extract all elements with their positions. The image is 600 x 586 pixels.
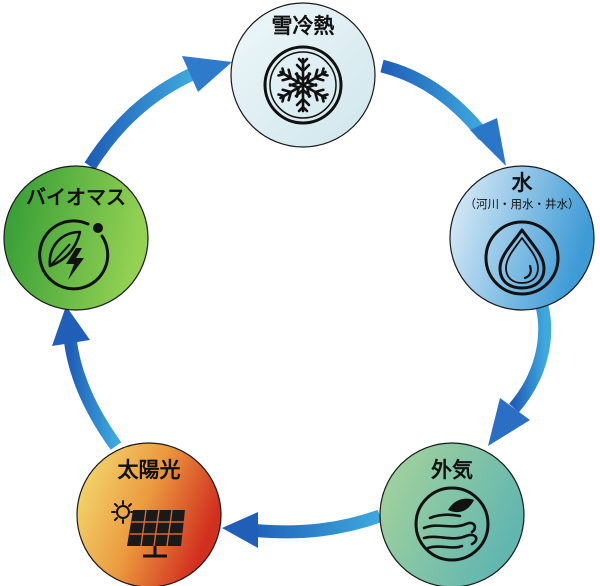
- snowflake-icon: [263, 45, 343, 125]
- node-title-snow: 雪冷熱: [272, 14, 335, 38]
- arrow-air-to-solar: [222, 509, 383, 548]
- node-biomass: バイオマス: [3, 165, 149, 311]
- leaf-bolt-icon: [38, 219, 110, 291]
- water-drop-icon: [484, 220, 560, 296]
- node-title-biomass: バイオマス: [26, 185, 126, 209]
- arrow-water-to-air: [488, 304, 552, 446]
- node-subtitle-water: （河川・用水・井水）: [465, 197, 580, 211]
- node-outside-air: 外気: [379, 442, 525, 586]
- node-solar: 太陽光: [76, 442, 222, 586]
- solar-panel-icon: [111, 500, 185, 558]
- arrow-solar-to-biomass: [52, 306, 122, 450]
- node-title-water: 水: [512, 171, 534, 195]
- node-water: 水 （河川・用水・井水）: [449, 165, 595, 311]
- node-title-air: 外気: [431, 458, 473, 482]
- wind-leaf-icon: [414, 486, 490, 562]
- arrow-biomass-to-snow: [84, 56, 232, 170]
- node-title-solar: 太陽光: [118, 458, 181, 482]
- cycle-arrows: [52, 56, 552, 548]
- arrow-snow-to-water: [380, 59, 506, 166]
- node-snow-cold-energy: 雪冷熱: [230, 2, 376, 148]
